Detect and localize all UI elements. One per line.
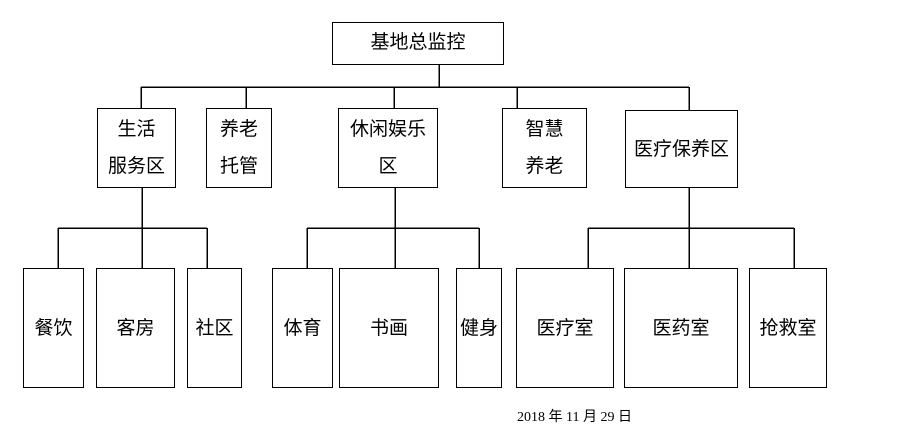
node-smart-elderly: 智慧 养老 xyxy=(502,108,587,188)
node-label: 抢救室 xyxy=(759,317,817,339)
node-label: 休闲娱乐 xyxy=(349,119,426,140)
node-life-service-area: 生活 服务区 xyxy=(97,108,176,188)
node-label: 生活 xyxy=(117,119,156,140)
node-label: 客房 xyxy=(116,317,155,339)
node-label: 养老 xyxy=(219,119,258,140)
node-base-monitoring: 基地总监控 xyxy=(332,22,504,65)
node-medical-room: 医疗室 xyxy=(516,268,614,388)
node-label: 智慧 xyxy=(525,119,564,140)
node-label: 医疗室 xyxy=(536,317,594,339)
node-label: 医疗保养区 xyxy=(633,138,729,160)
node-label: 书画 xyxy=(369,317,408,339)
node-elderly-care: 养老 托管 xyxy=(206,108,272,188)
node-label: 区 xyxy=(378,156,398,177)
node-label: 托管 xyxy=(219,156,258,177)
node-fitness: 健身 xyxy=(456,268,502,388)
node-pharmacy-room: 医药室 xyxy=(624,268,738,388)
date-label: 2018 年 11 月 29 日 xyxy=(517,410,632,425)
node-sports: 体育 xyxy=(272,268,333,388)
node-guest-rooms: 客房 xyxy=(96,268,175,388)
node-label: 餐饮 xyxy=(34,317,73,339)
node-label: 服务区 xyxy=(107,156,165,177)
node-community: 社区 xyxy=(187,268,242,388)
node-label: 基地总监控 xyxy=(370,32,466,54)
node-leisure-area: 休闲娱乐 区 xyxy=(338,108,438,188)
node-label: 健身 xyxy=(459,317,498,339)
node-catering: 餐饮 xyxy=(23,268,84,388)
node-calligraphy: 书画 xyxy=(339,268,439,388)
node-label: 养老 xyxy=(525,156,564,177)
node-medical-area: 医疗保养区 xyxy=(625,110,738,188)
node-label: 医药室 xyxy=(652,317,710,339)
node-label: 社区 xyxy=(195,317,234,339)
node-label: 体育 xyxy=(283,317,322,339)
node-emergency-room: 抢救室 xyxy=(749,268,827,388)
